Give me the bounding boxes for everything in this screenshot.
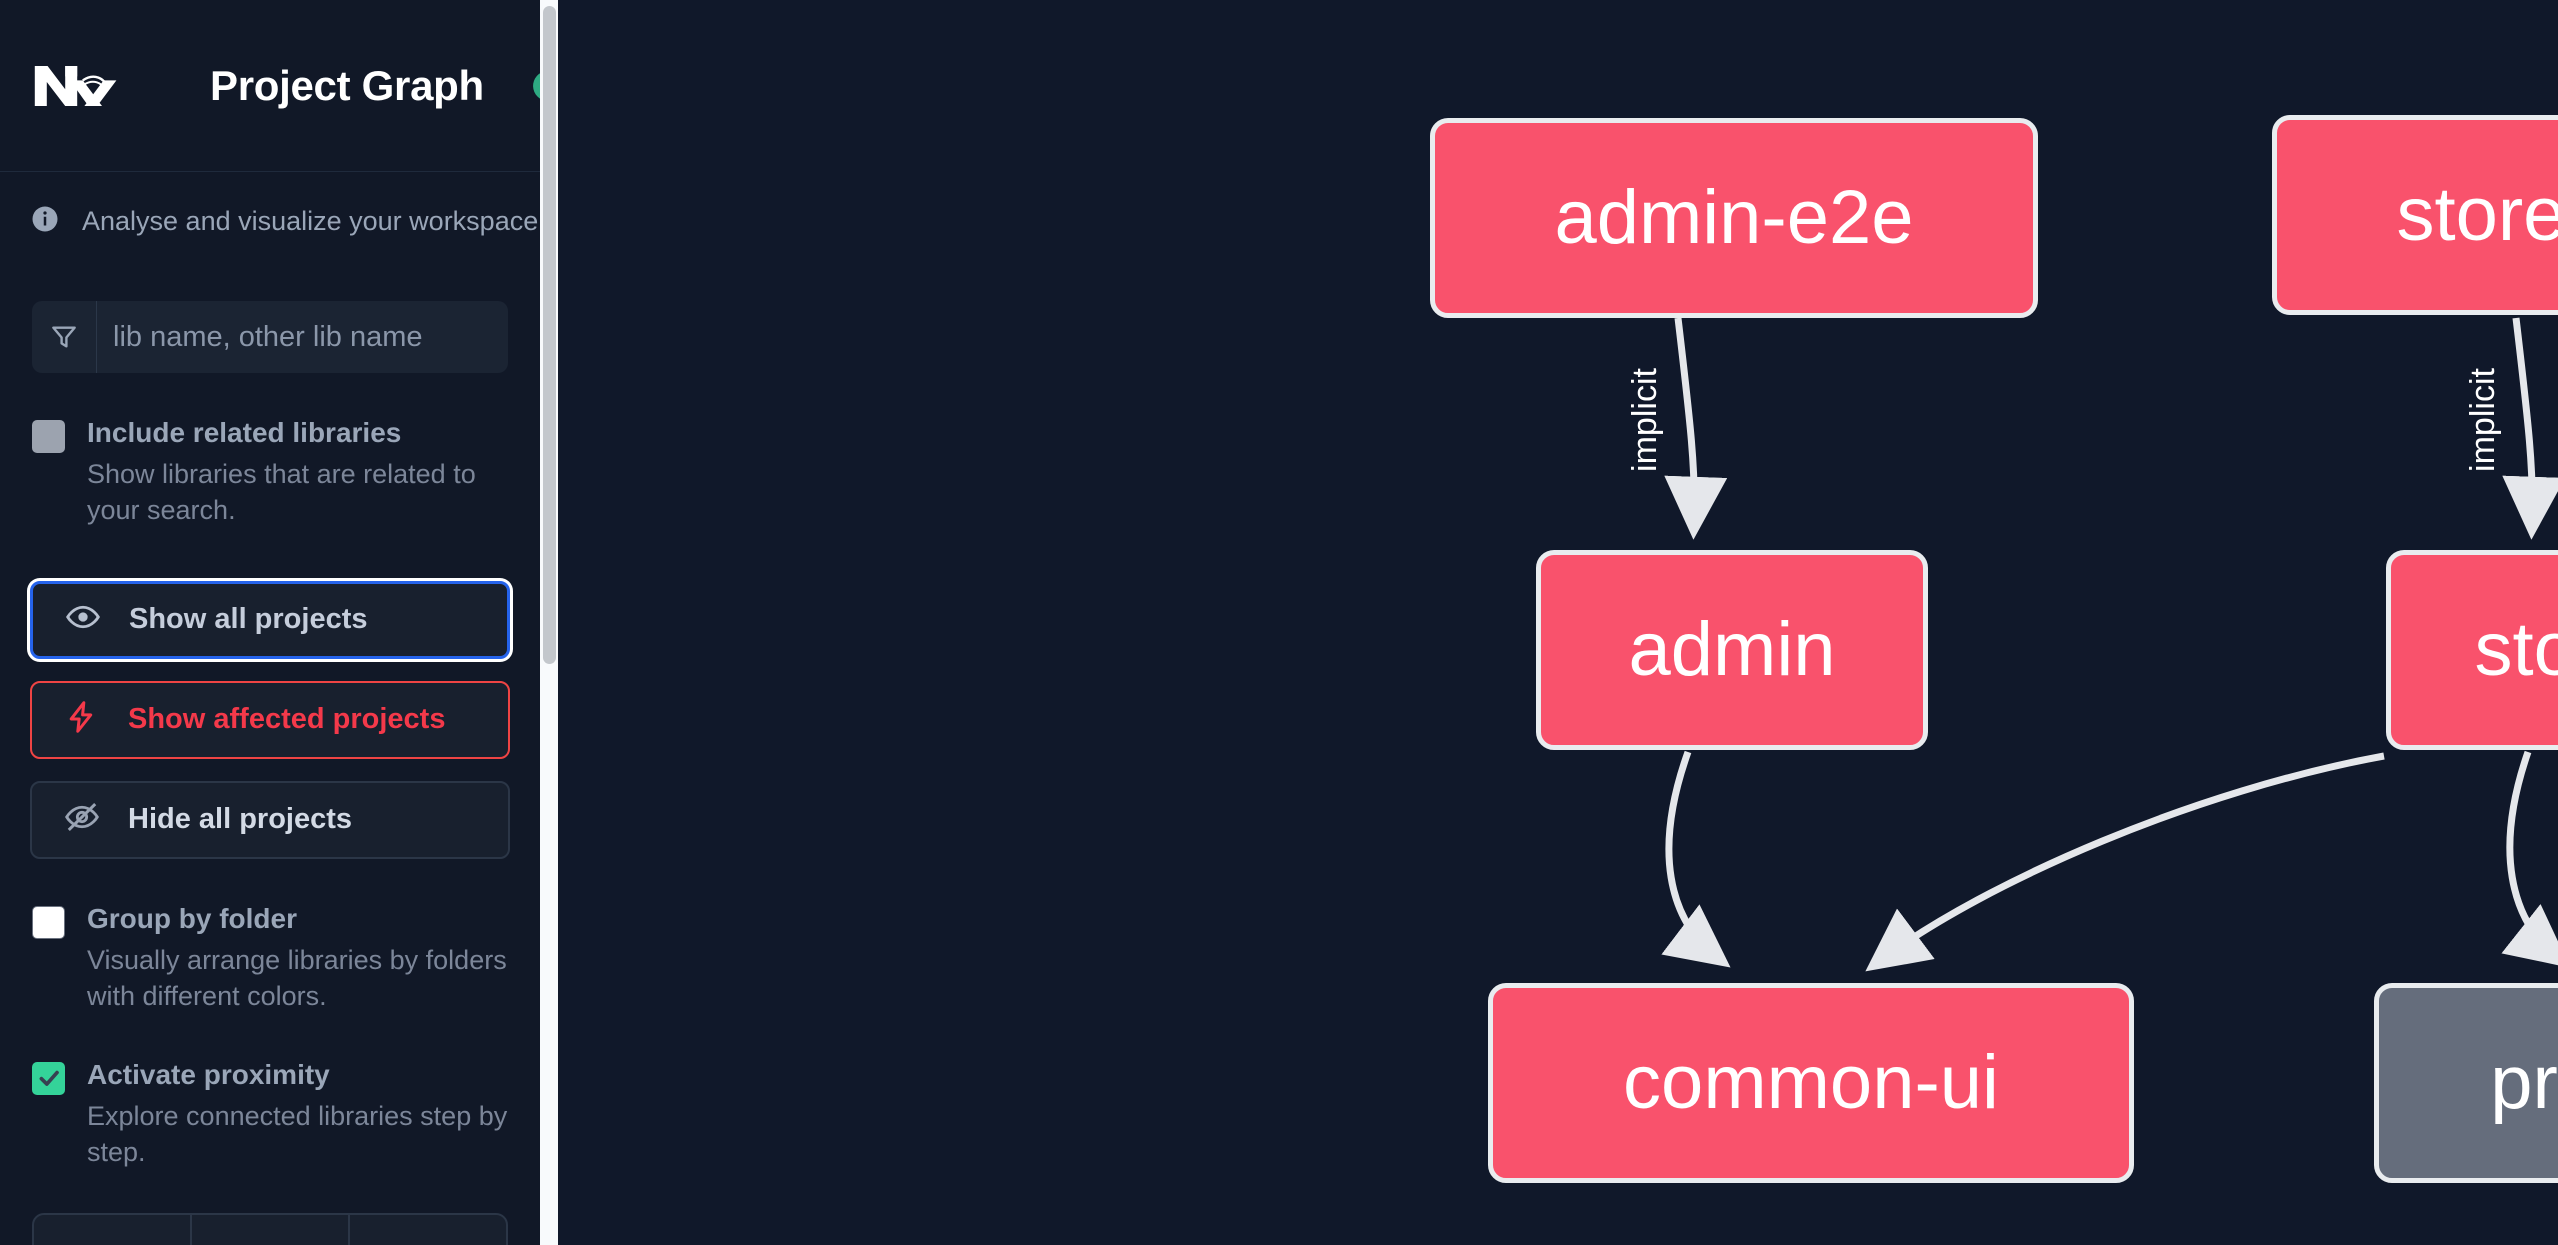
activate-proximity-checkbox[interactable] (32, 1061, 65, 1095)
graph-node-store[interactable]: store (2386, 550, 2558, 750)
segment-option-1[interactable] (34, 1214, 192, 1245)
search-input[interactable] (97, 301, 508, 373)
edge-store-to-products (2501, 750, 2558, 968)
moon-icon[interactable] (528, 63, 540, 109)
node-label: admin-e2e (1554, 175, 1914, 260)
show-affected-projects-label: Show affected projects (128, 703, 446, 736)
include-related-libraries-label: Include related libraries (87, 417, 402, 448)
edge-label-implicit-admin: implicit (1626, 368, 1664, 472)
activate-proximity-label: Activate proximity (87, 1058, 330, 1090)
graph-node-admin-e2e[interactable]: admin-e2e (1430, 118, 2038, 318)
group-by-folder-description: Visually arrange libraries by folders wi… (87, 944, 507, 1012)
graph-node-products[interactable]: products (2374, 983, 2558, 1183)
option-include-related-libraries[interactable]: Include related libraries Show libraries… (0, 415, 540, 529)
group-by-folder-checkbox[interactable] (32, 905, 65, 939)
option-group-by-folder[interactable]: Group by folder Visually arrange librari… (0, 901, 540, 1015)
group-by-folder-label: Group by folder (87, 902, 297, 934)
workspace-info-text: Analyse and visualize your workspace. (82, 206, 540, 236)
search-divider (96, 301, 97, 373)
lightning-bolt-icon (64, 699, 100, 740)
activate-proximity-description: Explore connected libraries step by step… (87, 1100, 508, 1168)
edge-label-implicit-store: implicit (2464, 368, 2502, 472)
node-label: store (2474, 607, 2558, 692)
edge-admin-e2e-to-admin: implicit (1626, 317, 1728, 540)
show-affected-projects-button[interactable]: Show affected projects (30, 680, 510, 759)
node-label: store-e2e (2396, 172, 2558, 257)
hide-all-projects-button[interactable]: Hide all projects (30, 780, 510, 859)
sidebar-header: Project Graph (0, 0, 540, 172)
nx-logo-icon (30, 58, 126, 114)
include-related-libraries-description: Show libraries that are related to your … (87, 459, 476, 526)
node-label: products (2490, 1040, 2558, 1125)
funnel-filter-icon (32, 321, 96, 353)
show-all-projects-button[interactable]: Show all projects (30, 580, 510, 659)
option-activate-proximity[interactable]: Activate proximity Explore connected lib… (0, 1057, 540, 1171)
segment-option-2[interactable] (192, 1214, 350, 1245)
workspace-info: Analyse and visualize your workspace. (0, 172, 540, 239)
node-label: common-ui (1623, 1040, 1999, 1125)
info-circle-icon (30, 204, 60, 239)
sidebar-scroll-content: Project Graph Analyse and visualize yo (0, 0, 540, 1245)
graph-node-common-ui[interactable]: common-ui (1488, 983, 2134, 1183)
graph-canvas[interactable]: implicit implicit admin-e2e (558, 0, 2558, 1245)
sidebar-scrollbar-thumb[interactable] (543, 6, 556, 664)
sidebar: Project Graph Analyse and visualize yo (0, 0, 558, 1245)
projects-button-group: Show all projects Show affected projects (0, 580, 540, 859)
include-related-libraries-checkbox[interactable] (32, 420, 65, 453)
text-filter-segmented-control[interactable] (32, 1212, 508, 1245)
graph-node-admin[interactable]: admin (1536, 550, 1928, 750)
search-field[interactable] (32, 301, 508, 373)
sidebar-scrollbar-track[interactable] (540, 0, 558, 1245)
node-label: admin (1628, 607, 1836, 692)
page-title: Project Graph (210, 61, 484, 109)
hide-all-projects-label: Hide all projects (128, 803, 353, 836)
edge-store-to-common-ui (1865, 752, 2385, 972)
show-all-projects-label: Show all projects (129, 603, 368, 636)
graph-edges: implicit implicit (1626, 317, 2558, 972)
eye-off-icon (64, 799, 100, 840)
graph-node-store-e2e[interactable]: store-e2e (2272, 115, 2558, 315)
edge-store-e2e-to-store: implicit (2464, 317, 2558, 540)
check-icon (39, 1070, 59, 1087)
edge-admin-to-common-ui (1661, 750, 1731, 968)
segment-option-3[interactable] (350, 1215, 506, 1245)
eye-icon (65, 599, 101, 640)
